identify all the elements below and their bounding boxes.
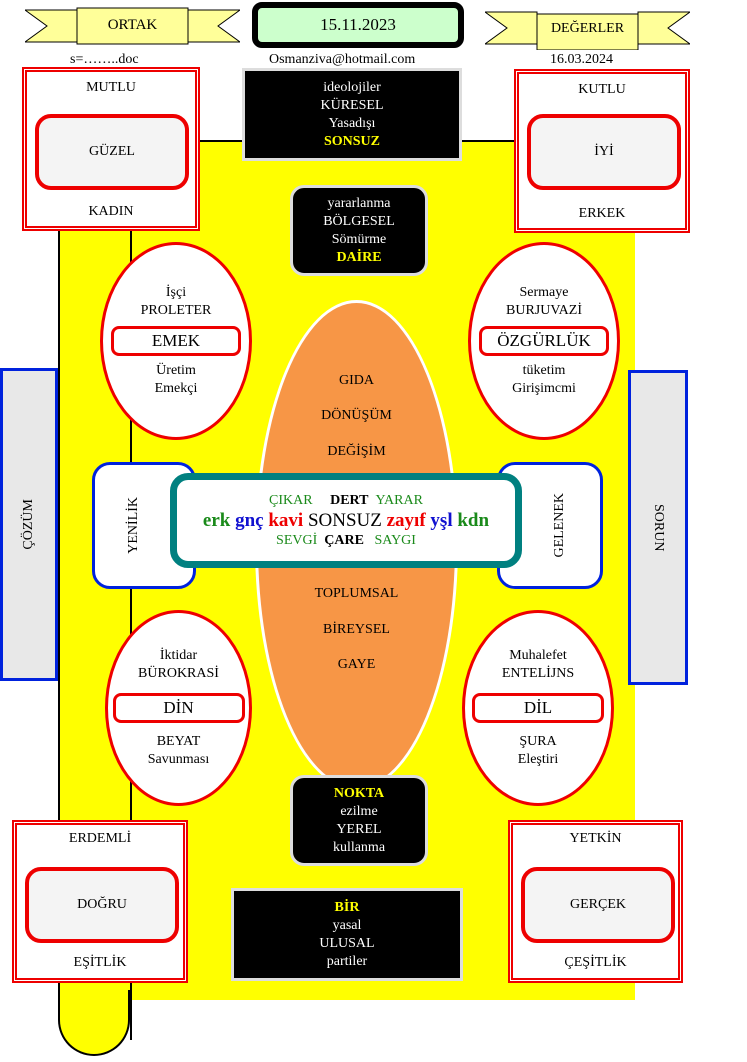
text: ULUSAL [319,935,375,951]
text: zayıf [386,509,426,531]
text: İşçi [165,285,187,300]
row-2: erk gnç kavi SONSUZ zayıf yşl kdn [203,509,489,533]
row-1: ÇIKAR DERT YARAR [269,493,423,509]
label: KADIN [88,204,134,219]
text: BURJUVAZİ [506,303,582,318]
label: MUTLU [86,80,136,95]
side-box-sorun: SORUN [628,370,688,685]
text: GAYE [337,657,376,672]
text: BEYAT [156,734,201,749]
text: Üretim [156,363,196,378]
text: kavi [268,509,304,531]
label: ERDEMLİ [68,831,132,846]
text: tüketim [522,363,566,378]
text: YEREL [336,821,382,837]
text: BİR [334,899,360,915]
date-box: 15.11.2023 [252,2,464,48]
text: Yasadışı [328,115,376,131]
text: İktidar [159,648,198,663]
box-top-left: MUTLU GÜZEL KADIN [22,67,200,231]
text: DÖNÜŞÜM [321,408,392,423]
text: TOPLUMSAL [314,586,399,601]
text: YENİLİK [126,497,141,554]
text: YARAR [375,492,423,508]
text: Sermaye [519,285,569,300]
text: Muhalefet [509,648,567,663]
text: BÜROKRASİ [138,666,219,681]
text: kdn [457,509,490,531]
text: DERT [330,492,369,508]
banner-left-label: ORTAK [107,16,158,33]
text: Girişimcmi [512,381,576,396]
banner-right-label: DEĞERLER [550,21,625,36]
text: PROLETER [140,303,212,318]
banner-right [485,11,690,50]
box-bottom-left: ERDEMLİ DOĞRU EŞİTLİK [12,820,188,983]
label: ERKEK [578,206,626,221]
text: Savunması [147,752,210,767]
date-2: 16.03.2024 [550,52,613,67]
text: Sömürme [331,231,387,247]
text: DAİRE [336,249,382,265]
text: yşl [430,509,453,531]
text: kullanma [332,839,386,855]
text: ÇÖZÜM [21,499,36,550]
label: ÇEŞİTLİK [564,955,627,970]
inner-label: GÜZEL [35,114,189,190]
text: ŞURA [519,734,557,749]
divider-line [130,140,132,1040]
text: GELENEK [552,493,567,558]
text: ÇIKAR [269,492,313,508]
text: DEĞİŞİM [327,444,386,459]
text: BİREYSEL [323,622,390,637]
text: ezilme [340,803,378,819]
text: gnç [235,509,264,531]
label: KUTLU [578,82,626,97]
row-3: SEVGİ ÇARE SAYGI [276,533,416,549]
text: SORUN [651,503,666,552]
text: NOKTA [333,785,385,801]
yellow-stem [58,990,130,1056]
box-bottom-right: YETKİN GERÇEK ÇEŞİTLİK [508,820,683,983]
text: SEVGİ [276,532,318,548]
box-label: DİN [112,693,245,723]
text: KÜRESEL [320,97,384,113]
text: Eleştiri [517,752,559,767]
center-box: ÇIKAR DERT YARAR erk gnç kavi SONSUZ zay… [170,473,522,568]
text: BÖLGESEL [323,213,395,229]
text: yasal [332,917,362,933]
email: Osmanziva@hotmail.com [269,52,416,67]
text: SONSUZ [307,509,382,531]
file-name: s=……..doc [70,52,139,67]
box-label: ÖZGÜRLÜK [479,326,609,356]
box-top-right: KUTLU İYİ ERKEK [514,69,690,233]
inner-label: DOĞRU [25,867,179,943]
text: Emekçi [154,381,198,396]
text: ÇARE [324,532,364,548]
box-label: DİL [472,693,604,723]
text: yararlanma [327,195,391,211]
text: erk [202,509,231,531]
inner-label: GERÇEK [521,867,675,943]
label: YETKİN [569,831,622,846]
text: ENTELİJNS [501,666,575,681]
text: GIDA [339,373,374,388]
box-label: EMEK [111,326,241,356]
text: SAYGI [374,532,416,548]
inner-label: İYİ [527,114,681,190]
label: EŞİTLİK [73,955,127,970]
text: partiler [326,953,368,969]
text: SONSUZ [323,133,381,149]
side-box-cozum: ÇÖZÜM [0,368,58,681]
banner-left [25,7,240,45]
text: ideolojiler [323,79,381,95]
